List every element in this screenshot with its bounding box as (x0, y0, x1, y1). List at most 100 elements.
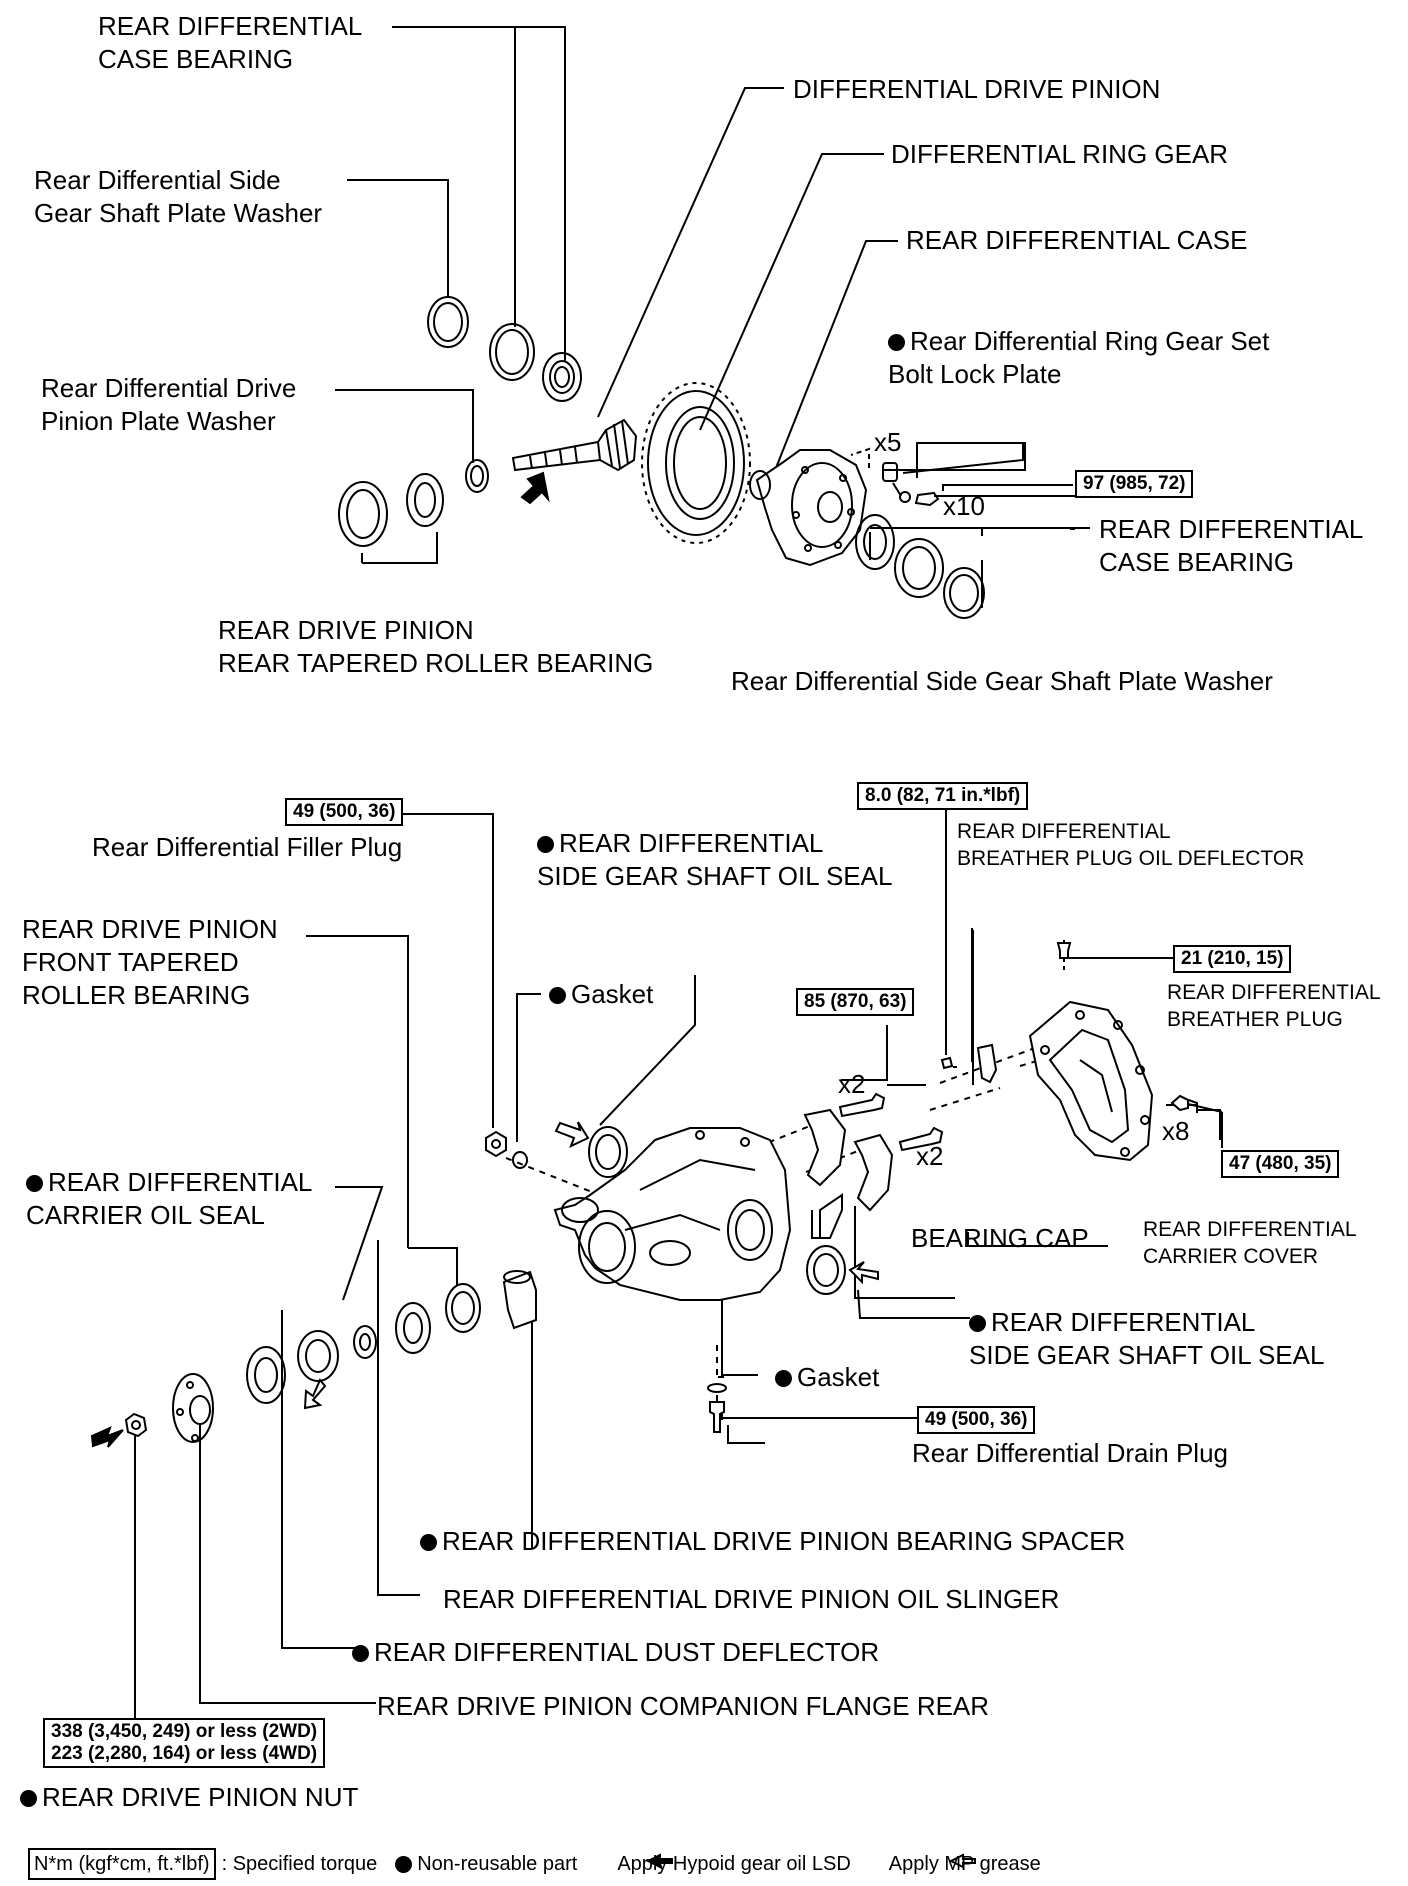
ring-gear (641, 382, 751, 544)
side-seal-top (588, 1126, 628, 1178)
label-qty-x5: x5 (874, 427, 902, 457)
cap-bolt-2 (898, 1126, 944, 1152)
label-side-oil-seal-top: REAR DIFFERENTIAL SIDE GEAR SHAFT OIL SE… (537, 828, 893, 891)
front-tapered-bearing (395, 1302, 431, 1354)
bearing-spacer (502, 1270, 537, 1330)
label-side-oil-seal-bottom: REAR DIFFERENTIAL SIDE GEAR SHAFT OIL SE… (969, 1307, 1325, 1370)
label-gasket-bottom: Gasket (775, 1361, 879, 1394)
label-drain-plug: Rear Differential Drain Plug (912, 1438, 1228, 1468)
rear-tapered-bearing (406, 473, 444, 527)
label-case-bearing-top: REAR DIFFERENTIAL CASE BEARING (98, 11, 363, 74)
breather-plug (1056, 942, 1072, 959)
carrier-cover (1028, 1000, 1154, 1162)
label-bearing-cap: BEARING CAP (911, 1223, 1089, 1253)
mp-grease-arrow-1 (554, 1121, 590, 1148)
ring-gear-bolt (914, 491, 940, 507)
torque-bearing-cap-bolt: 85 (870, 63) (796, 988, 915, 1016)
label-rear-diff-case: REAR DIFFERENTIAL CASE (906, 225, 1248, 255)
legend-mp-grease: Apply MP grease (888, 1853, 1041, 1875)
torque-ring-gear-bolt: 97 (985, 72) (1075, 470, 1194, 498)
deflector-bolt (940, 1056, 954, 1070)
breather-deflector (976, 1043, 998, 1084)
label-rear-tapered-bearing: REAR DRIVE PINION REAR TAPERED ROLLER BE… (218, 615, 654, 678)
companion-flange (172, 1373, 214, 1443)
carrier-housing (553, 1127, 792, 1301)
label-case-bearing-right: REAR DIFFERENTIAL CASE BEARING (1099, 514, 1364, 577)
label-carrier-oil-seal: REAR DIFFERENTIAL CARRIER OIL SEAL (26, 1167, 313, 1230)
case-bearing-race-right (894, 538, 944, 598)
lower-parts (90, 928, 1223, 1448)
label-gasket-top: Gasket (549, 978, 653, 1011)
torque-breather-deflector: 8.0 (82, 71 in.*lbf) (857, 782, 1029, 810)
non-reusable-dot (775, 1370, 792, 1387)
case-bearing-race-top (489, 323, 535, 381)
mp-grease-arrow-3 (303, 1378, 327, 1410)
legend-hypoid-oil: Apply Hypoid gear oil LSD (617, 1853, 851, 1875)
rear-bearing-cup (338, 481, 388, 547)
legend-specified-torque: : Specified torque (221, 1853, 378, 1875)
side-seal-bottom (806, 1245, 846, 1295)
drive-pinion (511, 418, 638, 472)
bearing-cap-2 (853, 1133, 894, 1212)
filler-plug (485, 1130, 507, 1158)
legend-hypoid-arrow (645, 1853, 673, 1869)
drain-plug (709, 1401, 725, 1433)
side-gear-washer-right (943, 567, 985, 619)
pinion-nut (124, 1412, 148, 1438)
non-reusable-dot (969, 1315, 986, 1332)
label-side-gear-washer-top: Rear Differential Side Gear Shaft Plate … (34, 165, 323, 228)
carrier-oil-seal (297, 1330, 339, 1382)
cover-bolt (1170, 1094, 1189, 1112)
torque-breather-plug: 21 (210, 15) (1173, 945, 1292, 973)
legend-symbols (645, 1853, 976, 1869)
bearing-cap-1 (803, 1108, 847, 1187)
pinion-plate-washer (465, 459, 489, 493)
case-bearing-right (855, 514, 895, 570)
label-qty-x2-b: x2 (916, 1141, 944, 1171)
label-drive-pinion-plate-washer: Rear Differential Drive Pinion Plate Was… (41, 373, 297, 436)
drain-gasket (707, 1383, 727, 1393)
label-ring-gear-lock-plate: Rear Differential Ring Gear Set Bolt Loc… (888, 326, 1270, 389)
side-gear-washer-top (427, 296, 469, 348)
label-qty-x8: x8 (1162, 1116, 1190, 1146)
dust-deflector (246, 1346, 286, 1404)
label-front-tapered-bearing: REAR DRIVE PINION FRONT TAPERED ROLLER B… (22, 914, 278, 1010)
legend: N*m (kgf*cm, ft.*lbf) : Specified torque… (28, 1848, 1041, 1880)
label-bearing-spacer: REAR DIFFERENTIAL DRIVE PINION BEARING S… (420, 1525, 1125, 1558)
label-pinion-nut: REAR DRIVE PINION NUT (20, 1781, 358, 1814)
front-bearing-race (445, 1283, 481, 1333)
legend-unit-box: N*m (kgf*cm, ft.*lbf) (28, 1848, 216, 1880)
label-carrier-cover: REAR DIFFERENTIAL CARRIER COVER (1143, 1218, 1357, 1268)
label-diff-ring-gear: DIFFERENTIAL RING GEAR (891, 139, 1229, 169)
hypoid-oil-arrow-pinion (520, 471, 550, 505)
torque-pinion-nut: 338 (3,450, 249) or less (2WD) 223 (2,28… (43, 1718, 326, 1768)
label-diff-drive-pinion: DIFFERENTIAL DRIVE PINION (793, 74, 1161, 104)
torque-drain-plug: 49 (500, 36) (917, 1406, 1036, 1434)
upper-parts (338, 296, 1085, 619)
label-oil-slinger: REAR DIFFERENTIAL DRIVE PINION OIL SLING… (443, 1584, 1060, 1614)
oil-slinger (353, 1325, 377, 1359)
non-reusable-dot (26, 1175, 43, 1192)
filler-gasket (512, 1151, 528, 1169)
label-companion-flange: REAR DRIVE PINION COMPANION FLANGE REAR (377, 1691, 990, 1721)
diff-case (749, 449, 868, 567)
label-filler-plug: Rear Differential Filler Plug (92, 832, 403, 862)
hypoid-oil-arrow-nut (90, 1426, 124, 1448)
label-breather-deflector: REAR DIFFERENTIAL BREATHER PLUG OIL DEFL… (957, 820, 1305, 870)
non-reusable-dot (549, 987, 566, 1004)
lock-plate (882, 462, 898, 482)
cap-bolt-1 (838, 1092, 886, 1118)
label-breather-plug: REAR DIFFERENTIAL BREATHER PLUG (1167, 981, 1381, 1031)
label-qty-x10: x10 (943, 491, 985, 521)
non-reusable-dot (352, 1645, 369, 1662)
label-side-gear-washer-bottom: Rear Differential Side Gear Shaft Plate … (731, 666, 1273, 696)
label-dust-deflector: REAR DIFFERENTIAL DUST DEFLECTOR (352, 1636, 879, 1669)
legend-non-reusable: Non-reusable part (395, 1851, 577, 1877)
non-reusable-dot (888, 334, 905, 351)
non-reusable-dot (395, 1855, 413, 1873)
legend-mp-arrow (948, 1853, 976, 1869)
non-reusable-dot (420, 1534, 437, 1551)
torque-filler-plug: 49 (500, 36) (285, 798, 404, 826)
mp-grease-arrow-2 (848, 1261, 879, 1285)
